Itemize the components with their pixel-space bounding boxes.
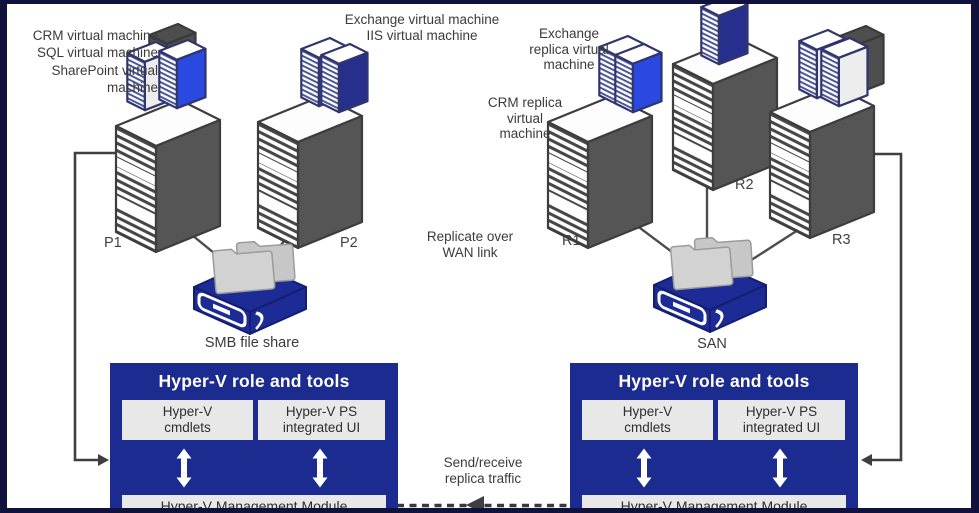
- vm-label: Exchange virtual machine: [344, 12, 500, 27]
- vm-blue-r1-icon: [614, 42, 663, 114]
- smb-file-share-label: SMB file share: [204, 335, 300, 351]
- hyperv-box-primary: Hyper-V role and tools Hyper-V cmdlets H…: [110, 363, 398, 513]
- p2-vm-labels: Exchange virtual machine IIS virtual mac…: [336, 12, 508, 43]
- vm-label: CRM virtual machine: [32, 28, 158, 43]
- vm-navy-r2-icon: [700, 0, 749, 66]
- vm-label: SharePoint virtual machine: [51, 62, 158, 95]
- frame-border-bottom: [0, 508, 979, 513]
- double-arrow-icon: [636, 448, 652, 488]
- server-tower-p1-icon: [114, 98, 222, 254]
- hyperv-cmdlets-label: Hyper-V cmdlets: [622, 403, 673, 435]
- frame-border-left: [0, 0, 7, 513]
- host-label-r3: R3: [832, 232, 851, 248]
- smb-file-share-icon: [192, 238, 308, 336]
- p1-vm-labels: CRM virtual machine SQL virtual machine …: [8, 27, 158, 96]
- vm-navy-p2-icon: [320, 42, 369, 114]
- vm-white-r3-icon-2: [820, 36, 869, 108]
- hyperv-title: Hyper-V role and tools: [158, 371, 350, 391]
- hyperv-ps-ui-label: Hyper-V PS integrated UI: [282, 403, 361, 435]
- vm-label: SQL virtual machine: [36, 45, 158, 61]
- r3-to-hyperv-connector: [861, 152, 903, 466]
- r1-vm-label-exchange: Exchange replica virtual machine: [529, 26, 609, 73]
- hyperv-box-replica: Hyper-V role and tools Hyper-V cmdlets H…: [570, 363, 858, 513]
- server-tower-p2-icon: [256, 94, 364, 250]
- host-label-p2: P2: [340, 235, 358, 251]
- host-label-p1: P1: [104, 235, 122, 251]
- san-label: SAN: [697, 336, 727, 352]
- vm-label: IIS virtual machine: [366, 27, 478, 43]
- hyperv-ps-ui-box: Hyper-V PS integrated UI: [718, 400, 845, 440]
- hyperv-title: Hyper-V role and tools: [618, 371, 810, 391]
- vm-blue-p1-icon: [158, 38, 207, 110]
- double-arrow-icon: [176, 448, 192, 488]
- frame-border-right: [971, 0, 979, 513]
- p1-to-hyperv-connector: [73, 151, 122, 466]
- hyperv-cmdlets-box: Hyper-V cmdlets: [582, 400, 713, 440]
- r1-vm-label-crm: CRM replica virtual machine: [487, 95, 563, 142]
- hyperv-ps-ui-label: Hyper-V PS integrated UI: [742, 403, 821, 435]
- host-label-r1: R1: [562, 233, 581, 249]
- double-arrow-icon: [772, 448, 788, 488]
- wan-link-annotation: Replicate over WAN link: [426, 229, 514, 260]
- hyperv-cmdlets-box: Hyper-V cmdlets: [122, 400, 253, 440]
- replica-traffic-annotation: Send/receive replica traffic: [443, 455, 523, 486]
- double-arrow-icon: [312, 448, 328, 488]
- hyperv-ps-ui-box: Hyper-V PS integrated UI: [258, 400, 385, 440]
- host-label-r2: R2: [735, 177, 754, 193]
- frame-border-top: [0, 0, 979, 4]
- san-icon: [652, 234, 768, 334]
- hyperv-cmdlets-label: Hyper-V cmdlets: [162, 403, 213, 435]
- server-tower-r3-icon: [768, 84, 876, 240]
